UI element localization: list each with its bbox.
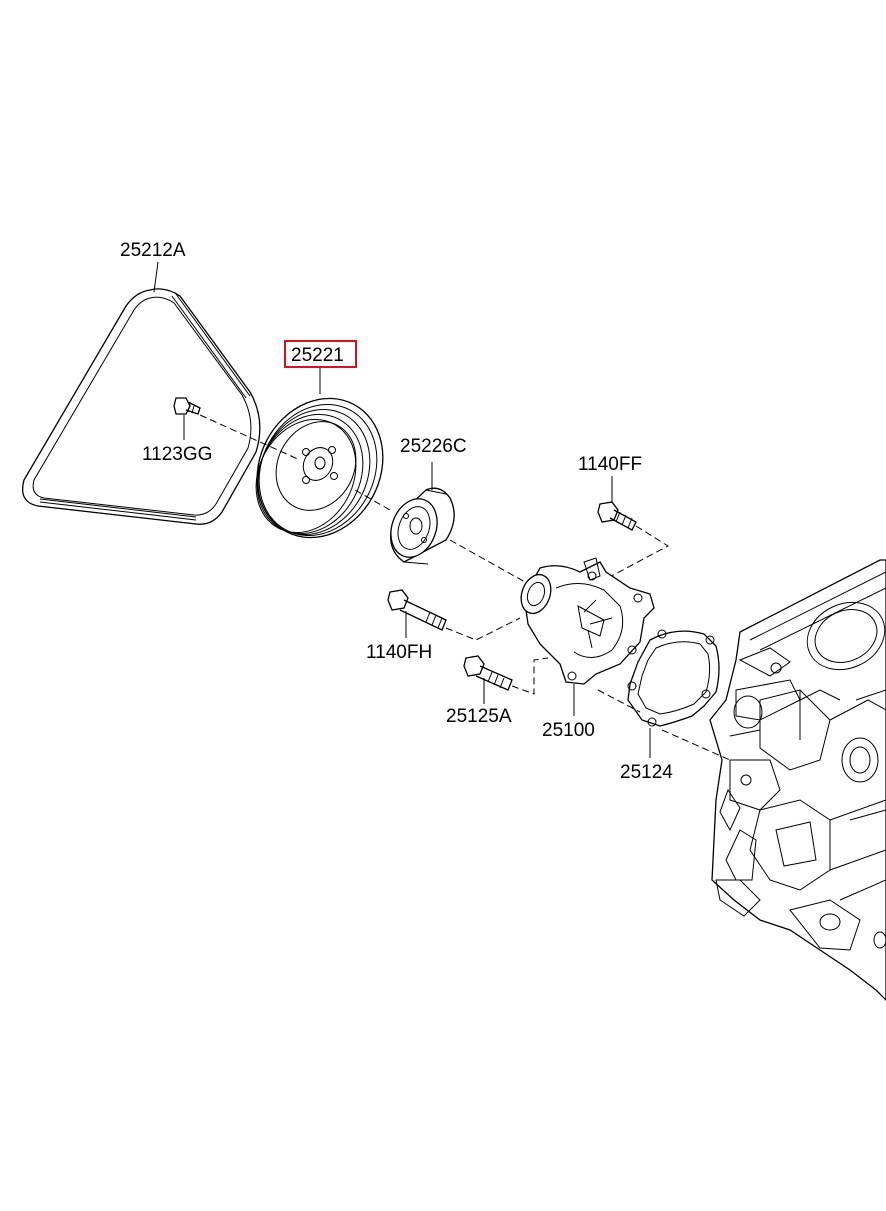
water-pump-pulley[interactable] <box>233 376 407 559</box>
highlight-box <box>284 340 357 368</box>
label-spacer: 25226C <box>400 436 467 457</box>
label-gasket: 25124 <box>620 762 673 783</box>
water-pump-gasket[interactable] <box>627 629 720 727</box>
lower-bolt[interactable] <box>463 655 513 691</box>
drive-belt[interactable] <box>21 288 261 525</box>
label-lower-bolt: 25125A <box>446 706 512 727</box>
label-belt: 25212A <box>120 240 186 261</box>
pulley-spacer[interactable] <box>383 487 455 565</box>
water-pump[interactable] <box>516 557 655 685</box>
long-bolt[interactable] <box>387 589 447 631</box>
label-long-bolt: 1140FH <box>366 642 432 663</box>
upper-bolt[interactable] <box>597 501 637 531</box>
label-water-pump: 25100 <box>542 720 595 741</box>
engine-block <box>709 559 886 1001</box>
label-upper-bolt: 1140FF <box>578 454 642 475</box>
label-pulley-bolt: 1123GG <box>142 444 212 465</box>
pulley-bolt[interactable] <box>173 397 201 415</box>
label-pulley: 25221 <box>291 345 344 366</box>
